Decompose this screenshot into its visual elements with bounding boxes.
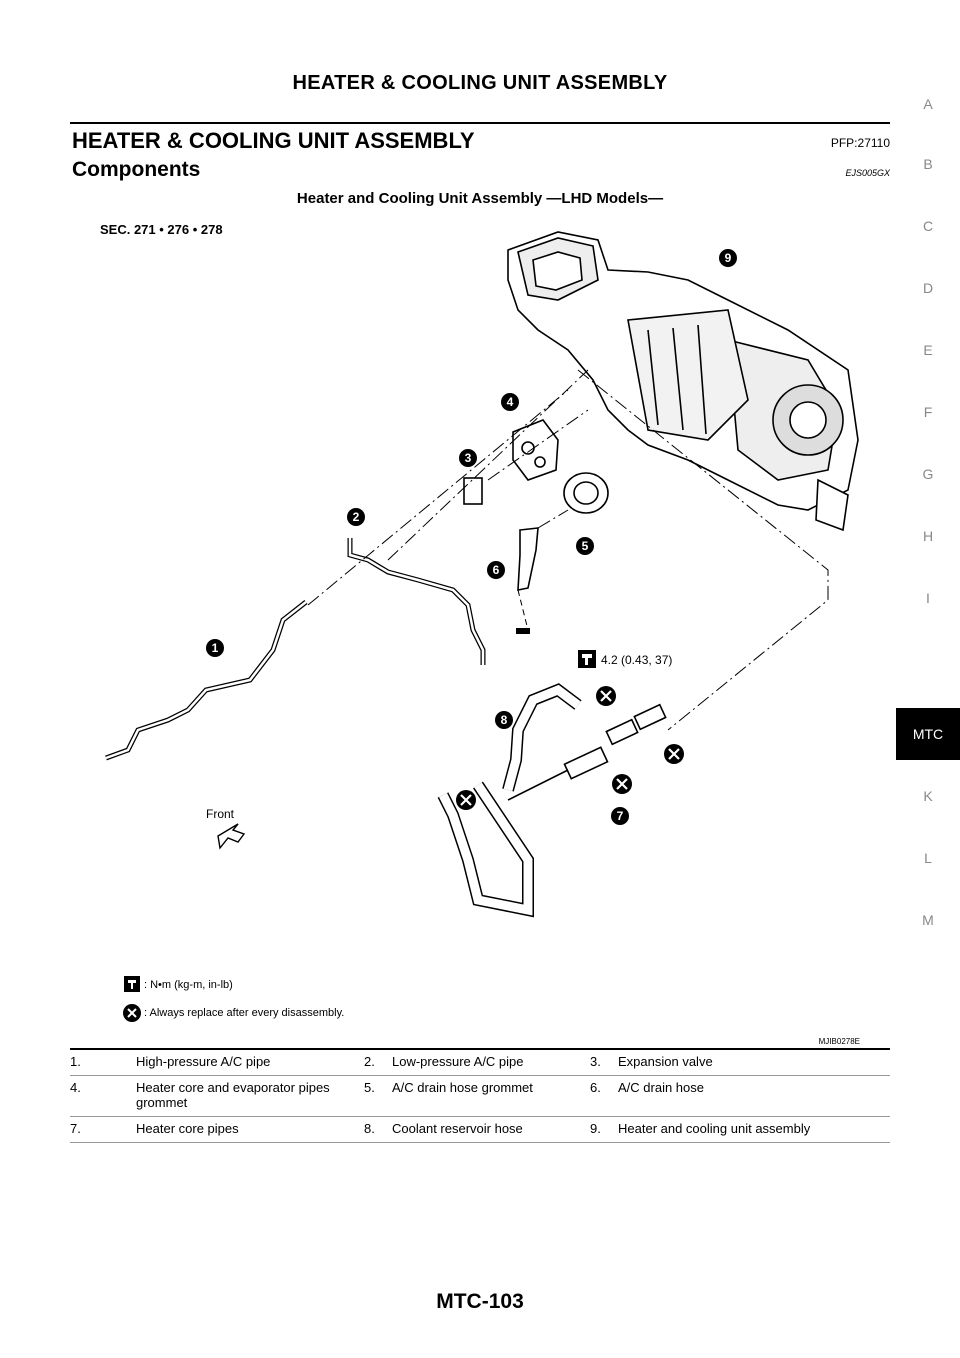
guide-lines [307, 369, 829, 731]
legend-text: Coolant reservoir hose [392, 1121, 523, 1136]
component-legend-table: 1. High-pressure A/C pipe 2. Low-pressur… [70, 1048, 890, 1143]
table-row: 4. Heater core and evaporator pipes grom… [70, 1075, 890, 1117]
index-k[interactable]: K [923, 788, 933, 804]
sec-label: SEC. 271 • 276 • 278 [100, 222, 223, 237]
callout-4: 4 [507, 395, 514, 409]
callout-2: 2 [353, 510, 360, 524]
pfp-code: PFP:27110 [830, 136, 890, 150]
legend-num: 7. [70, 1121, 81, 1136]
callout-3: 3 [465, 451, 472, 465]
legend-text: Low-pressure A/C pipe [392, 1054, 524, 1069]
index-e[interactable]: E [923, 342, 933, 358]
legend-num: 6. [590, 1080, 601, 1095]
legend-text: Heater core and evaporator pipes grommet [136, 1080, 330, 1110]
figure-code: MJIB0278E [819, 1037, 860, 1046]
index-f[interactable]: F [923, 404, 933, 420]
legend-text: Heater and cooling unit assembly [618, 1121, 811, 1136]
legend-text: A/C drain hose grommet [392, 1080, 533, 1095]
figure-legend-torque-icon [124, 976, 140, 992]
front-arrow-icon [217, 823, 246, 850]
header-rule [70, 122, 890, 124]
legend-torque: : N•m (kg-m, in-lb) [144, 979, 233, 991]
legend-num: 8. [364, 1121, 375, 1136]
legend-num: 5. [364, 1080, 375, 1095]
front-label: Front [206, 807, 235, 821]
legend-num: 1. [70, 1054, 81, 1069]
index-l[interactable]: L [924, 850, 932, 866]
grommet-4-drawing [512, 419, 559, 481]
torque-wrench-icon [578, 650, 596, 668]
legend-replace: : Always replace after every disassembly… [144, 1007, 344, 1019]
legend-text: Heater core pipes [136, 1121, 239, 1136]
torque-value: 4.2 (0.43, 37) [601, 653, 672, 667]
callout-6: 6 [493, 563, 500, 577]
legend-num: 9. [590, 1121, 601, 1136]
subsection-code: EJS005GX [845, 168, 890, 178]
callout-markers: 1 2 3 4 5 6 7 8 9 [206, 249, 737, 825]
index-mtc-active[interactable]: MTC [896, 708, 960, 760]
heater-core-pipes-drawing [507, 703, 667, 801]
component-diagram: SEC. 271 • 276 • 278 [100, 222, 860, 1046]
drain-hose-drawing [517, 527, 539, 591]
running-header: HEATER & COOLING UNIT ASSEMBLY [292, 72, 668, 94]
callout-9: 9 [725, 251, 732, 265]
legend-num: 3. [590, 1054, 601, 1069]
legend-text: Expansion valve [618, 1054, 713, 1069]
legend-num: 4. [70, 1080, 81, 1095]
footer-page-number: MTC-103 [436, 1290, 524, 1313]
callout-7: 7 [617, 809, 624, 823]
drain-grommet-drawing [563, 472, 609, 514]
index-i[interactable]: I [926, 590, 930, 606]
section-title: HEATER & COOLING UNIT ASSEMBLY [72, 128, 475, 153]
index-g[interactable]: G [922, 466, 934, 482]
legend-num: 2. [364, 1054, 375, 1069]
expansion-valve-drawing [463, 477, 483, 505]
figure-title: Heater and Cooling Unit Assembly —LHD Mo… [296, 190, 664, 207]
index-a[interactable]: A [923, 96, 933, 112]
index-m[interactable]: M [922, 912, 934, 928]
table-row: 1. High-pressure A/C pipe 2. Low-pressur… [70, 1049, 890, 1076]
callout-1: 1 [212, 641, 219, 655]
index-h[interactable]: H [922, 528, 934, 544]
index-c[interactable]: C [922, 218, 934, 234]
index-b[interactable]: B [923, 156, 933, 172]
heater-cooling-unit-drawing [507, 231, 859, 532]
callout-5: 5 [582, 539, 589, 553]
subsection-title: Components [72, 158, 201, 181]
callout-8: 8 [501, 713, 508, 727]
legend-text: A/C drain hose [618, 1080, 704, 1095]
table-row: 7. Heater core pipes 8. Coolant reservoi… [70, 1116, 890, 1143]
legend-text: High-pressure A/C pipe [136, 1054, 271, 1069]
index-d[interactable]: D [922, 280, 934, 296]
